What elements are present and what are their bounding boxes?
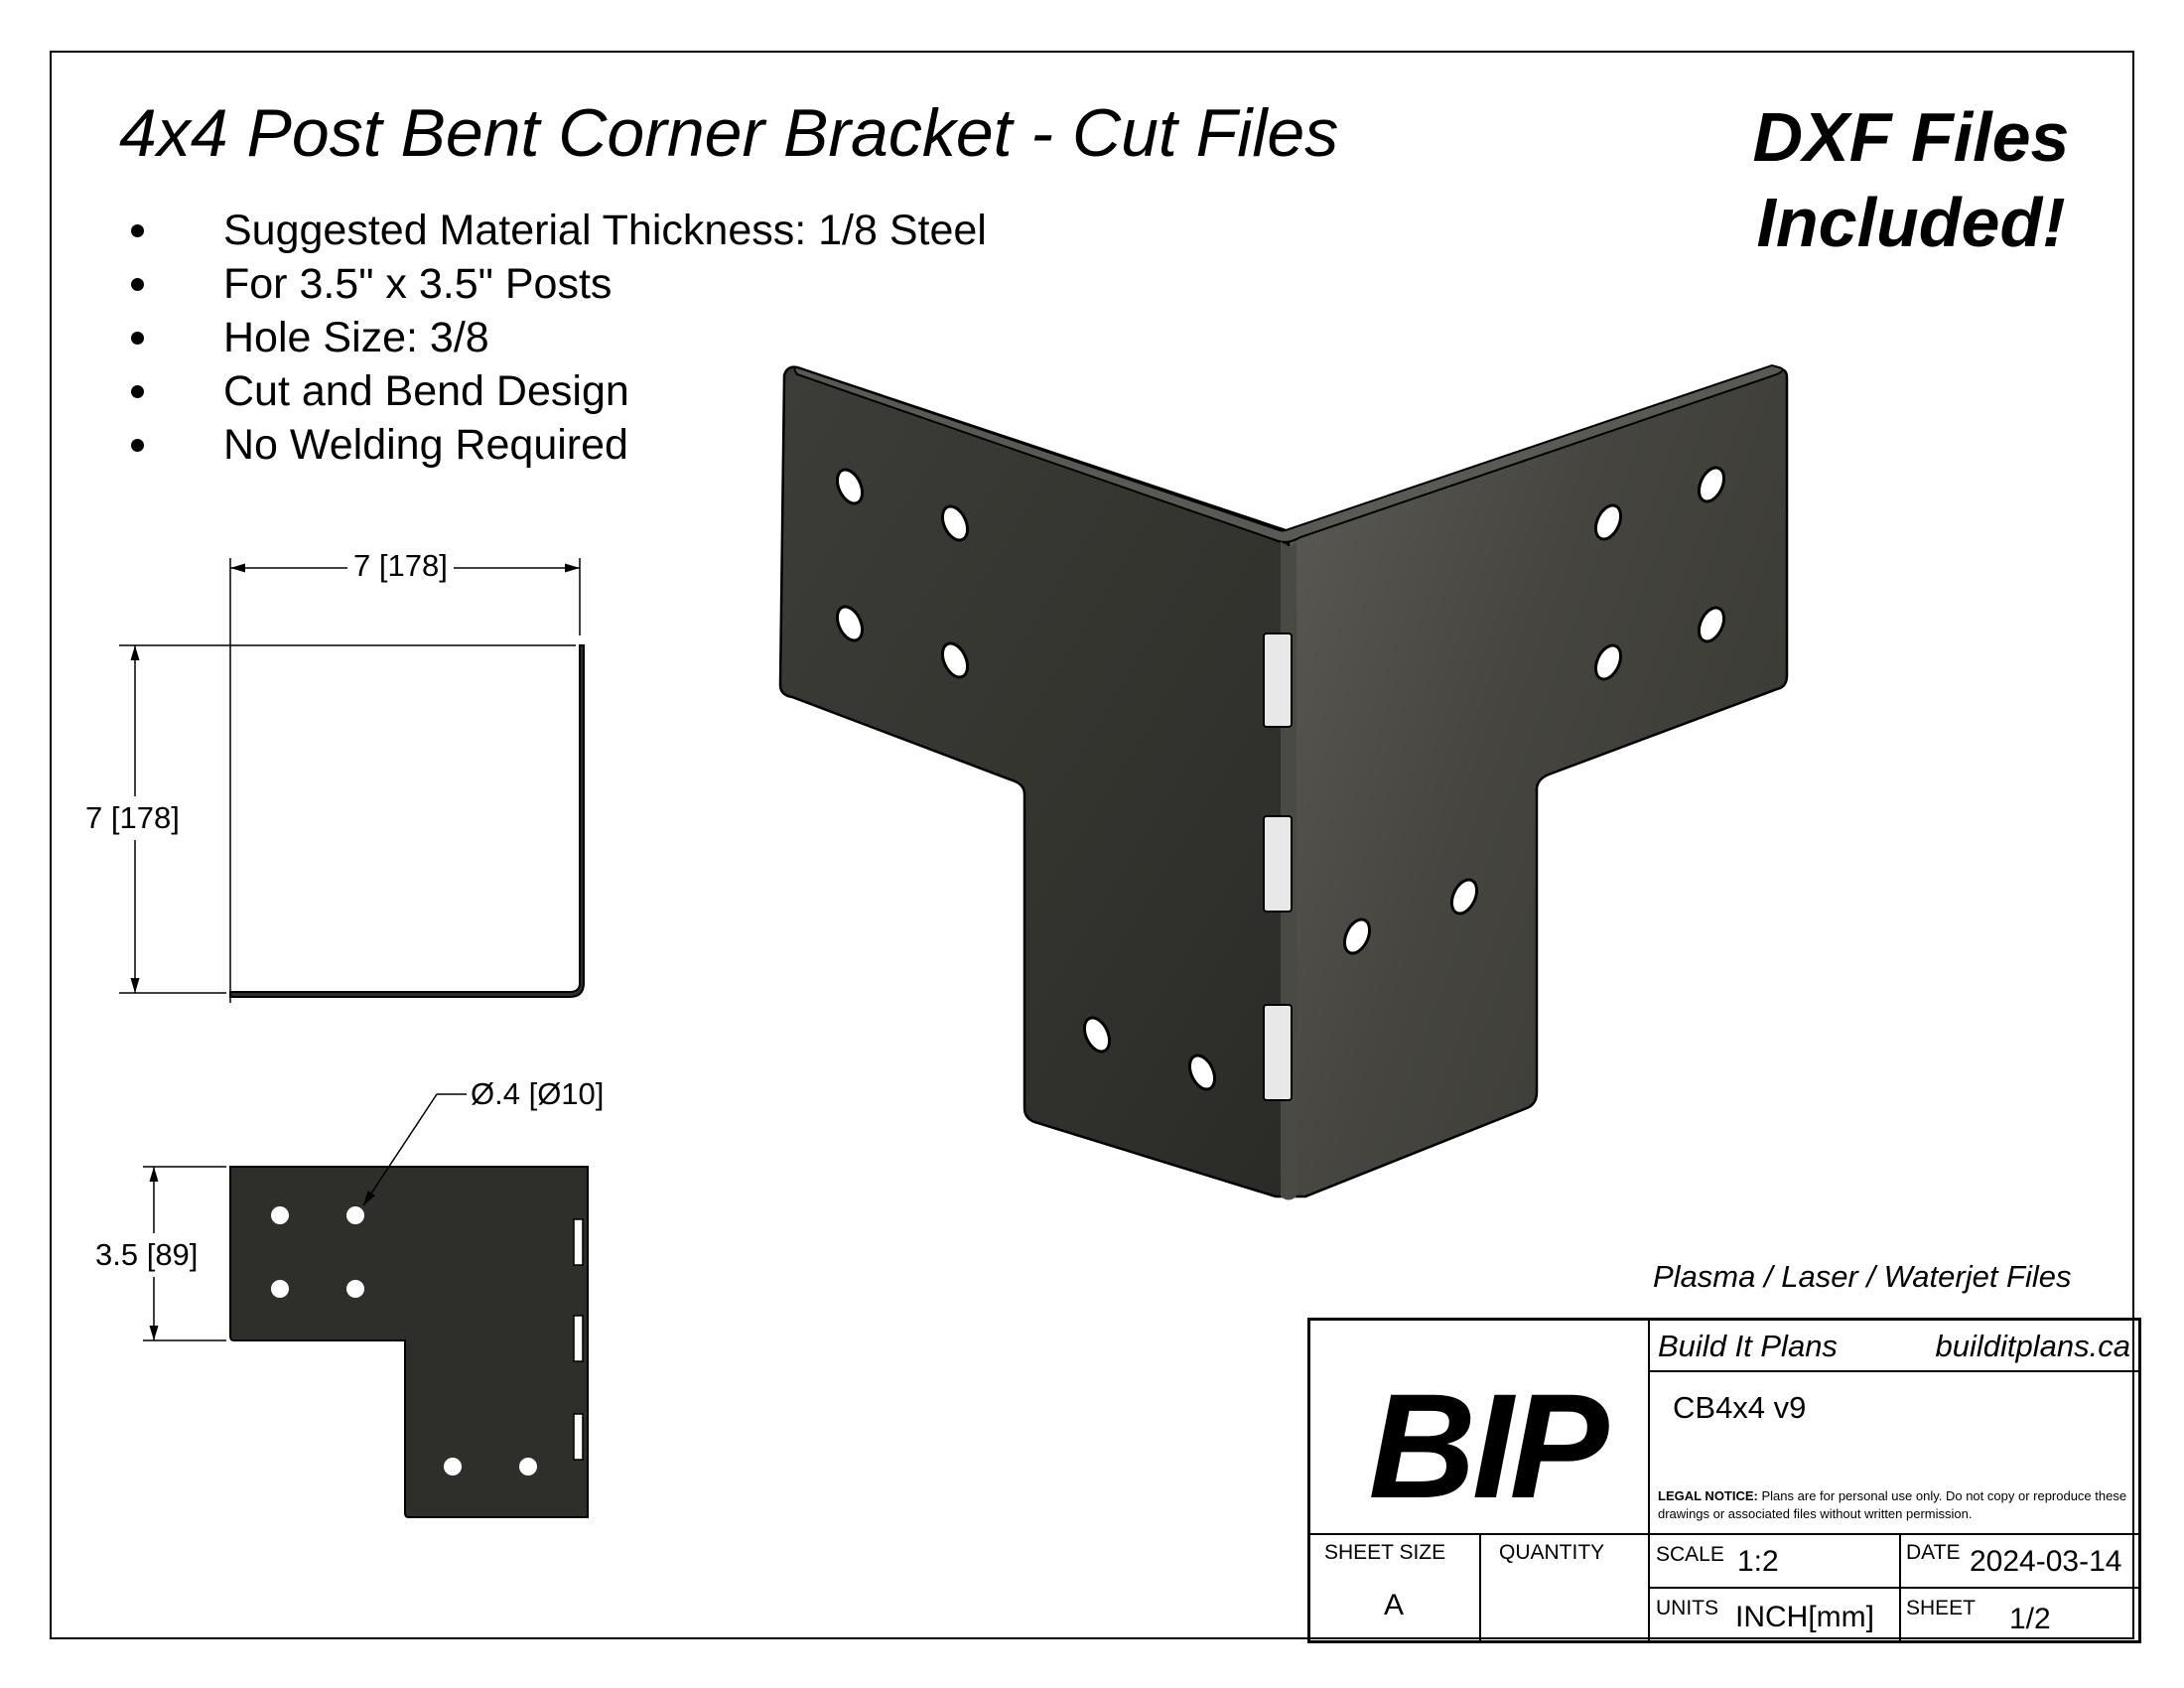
title-block: BIP Build It Plans builditplans.ca CB4x4… (1307, 1318, 2141, 1643)
bip-logo: BIP (1368, 1362, 1608, 1529)
dimension-top-width: 7 [178] (347, 548, 454, 584)
company-name: Build It Plans (1658, 1329, 1838, 1363)
drawing-title: 4x4 Post Bent Corner Bracket - Cut Files (119, 95, 1339, 171)
sheet-label: SHEET (1906, 1597, 1977, 1619)
scale-label: SCALE (1656, 1543, 1724, 1566)
dimension-hole-diameter: Ø.4 [Ø10] (471, 1076, 605, 1112)
promo-line-1: DXF Files (1752, 98, 2070, 176)
units-label: UNITS (1656, 1597, 1718, 1619)
drawing-border (50, 51, 2134, 1639)
sheet-size-label: SHEET SIZE (1324, 1541, 1446, 1564)
process-note: Plasma / Laser / Waterjet Files (1653, 1259, 2072, 1294)
dimension-side-height: 7 [178] (85, 796, 180, 840)
sheet-size-value: A (1384, 1589, 1405, 1621)
spec-item: Hole Size: 3/8 (129, 311, 987, 364)
legal-text: Plans are for personal use only. Do not … (1658, 1488, 2127, 1521)
scale-value: 1:2 (1737, 1545, 1779, 1578)
spec-item: For 3.5" x 3.5" Posts (129, 257, 987, 311)
spec-item: Suggested Material Thickness: 1/8 Steel (129, 204, 987, 257)
dxf-promo: DXF Files Included! (1732, 94, 2090, 265)
units-value: INCH[mm] (1735, 1601, 1874, 1633)
spec-item: No Welding Required (129, 418, 987, 472)
part-number: CB4x4 v9 (1673, 1390, 1807, 1425)
legal-label: LEGAL NOTICE: (1658, 1488, 1758, 1503)
spec-list: Suggested Material Thickness: 1/8 Steel … (129, 204, 987, 472)
date-value: 2024-03-14 (1970, 1545, 2122, 1578)
promo-line-2: Included! (1756, 184, 2066, 261)
quantity-label: QUANTITY (1499, 1541, 1605, 1564)
sheet-value: 1/2 (2009, 1603, 2051, 1635)
spec-item: Cut and Bend Design (129, 364, 987, 418)
date-label: DATE (1906, 1541, 1961, 1564)
legal-notice: LEGAL NOTICE: Plans are for personal use… (1658, 1487, 2134, 1523)
dimension-flat-height: 3.5 [89] (95, 1233, 199, 1277)
company-website: builditplans.ca (1935, 1329, 2130, 1363)
